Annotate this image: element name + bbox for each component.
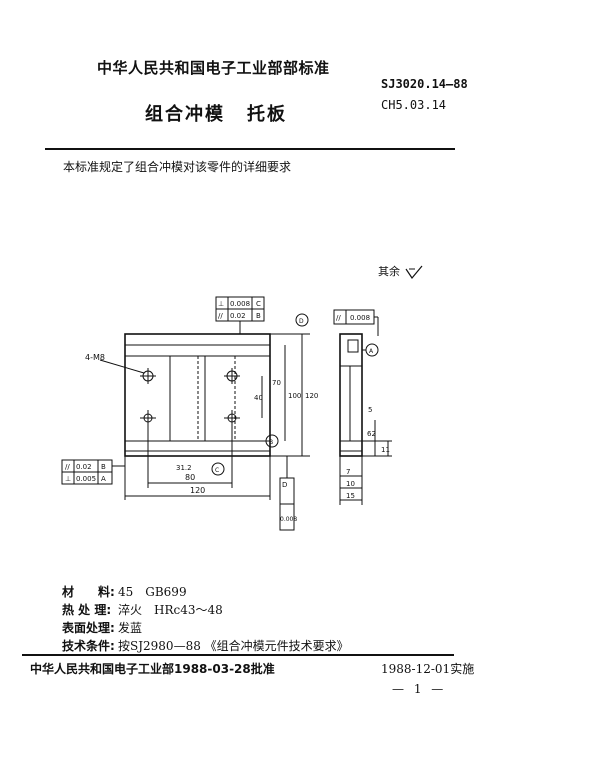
page-number: — 1 — [392,682,447,696]
dim-40: 40 [254,394,263,402]
roughness-note: 其余 [378,263,424,280]
standard-code: SJ3020.14—88 [381,77,468,91]
dim-7: 7 [346,468,350,476]
header-rule [45,148,455,150]
document-title: 组合冲模 托板 [145,100,287,126]
tol-top-value: 0.008 [230,300,250,308]
tol-bottom-value: 0.008 [280,516,297,523]
spec-value: 按SJ2980—88 《组合冲模元件技术要求》 [118,639,349,653]
hole-top-left [140,368,156,384]
spec-value: 45 GB699 [118,585,187,599]
datum-b-marker [265,434,279,448]
datum-c-label: C [215,467,219,474]
tol-top-ref: C [256,300,261,308]
tol-bottom-ref: D [282,481,287,489]
spec-value: 淬火 HRc43～48 [118,603,223,617]
tol-mid-ref: B [256,312,261,320]
dim-15: 15 [346,492,355,500]
dim-11: 11 [381,446,390,454]
spec-label: 热 处 理: [62,603,112,617]
side-tol: 0.008 [350,314,370,322]
svg-text://: // [218,312,223,320]
datum-b-label: B [269,439,273,446]
left-tol-1: 0.02 [76,463,92,471]
left-tol-2: 0.005 [76,475,96,483]
svg-text://: // [65,463,70,471]
svg-text:⊥: ⊥ [65,475,71,483]
dim-side: 5 [368,406,372,414]
svg-text://: // [336,314,341,322]
spec-label: 技术条件: [62,639,115,653]
datum-d-marker [295,313,309,327]
spec-label: 材 料: [62,585,115,599]
title-part-2: 托板 [247,104,287,125]
spec-value: 发蓝 [118,621,143,635]
approval-line: 中华人民共和国电子工业部1988-03-28批准 [30,662,275,676]
roughness-icon [405,265,422,280]
left-ref-1: B [101,463,106,471]
dim-10: 10 [346,480,355,488]
dim-100: 100 [288,392,301,400]
plate-outline [124,333,271,457]
spec-label: 表面处理: [62,621,115,635]
roughness-label: 其余 [378,265,400,278]
footer-rule [22,654,454,656]
spec-material: 材 料:45 GB699 [62,583,187,600]
intro-text: 本标准规定了组合冲模对该零件的详细要求 [63,160,292,174]
datum-c-marker [211,462,225,476]
dim-70: 70 [272,379,281,387]
hole-callout: 4-M8 [85,353,105,362]
spec-surface: 表面处理:发蓝 [62,619,142,636]
standard-subcode: CH5.03.14 [381,98,447,112]
title-part-1: 组合冲模 [145,104,225,125]
hole-top-right [224,368,240,384]
spec-heat-treatment: 热 处 理: 淬火 HRc43～48 [62,601,223,618]
side-view-outline [339,333,363,457]
dim-80: 80 [185,473,195,482]
tol-mid-value: 0.02 [230,312,246,320]
dim-31-2: 31.2 [176,464,192,472]
implementation-date: 1988-12-01实施 [381,662,475,676]
svg-text:⊥: ⊥ [218,300,224,308]
issuing-organization: 中华人民共和国电子工业部部标准 [97,59,330,77]
dim-62: 62 [367,430,376,438]
datum-a-label: A [369,348,374,355]
spec-technical: 技术条件:按SJ2980—88 《组合冲模元件技术要求》 [62,637,349,654]
datum-d-label: D [299,318,304,325]
dim-120v: 120 [305,392,318,400]
left-ref-2: A [101,475,106,483]
dim-120: 120 [190,486,205,495]
